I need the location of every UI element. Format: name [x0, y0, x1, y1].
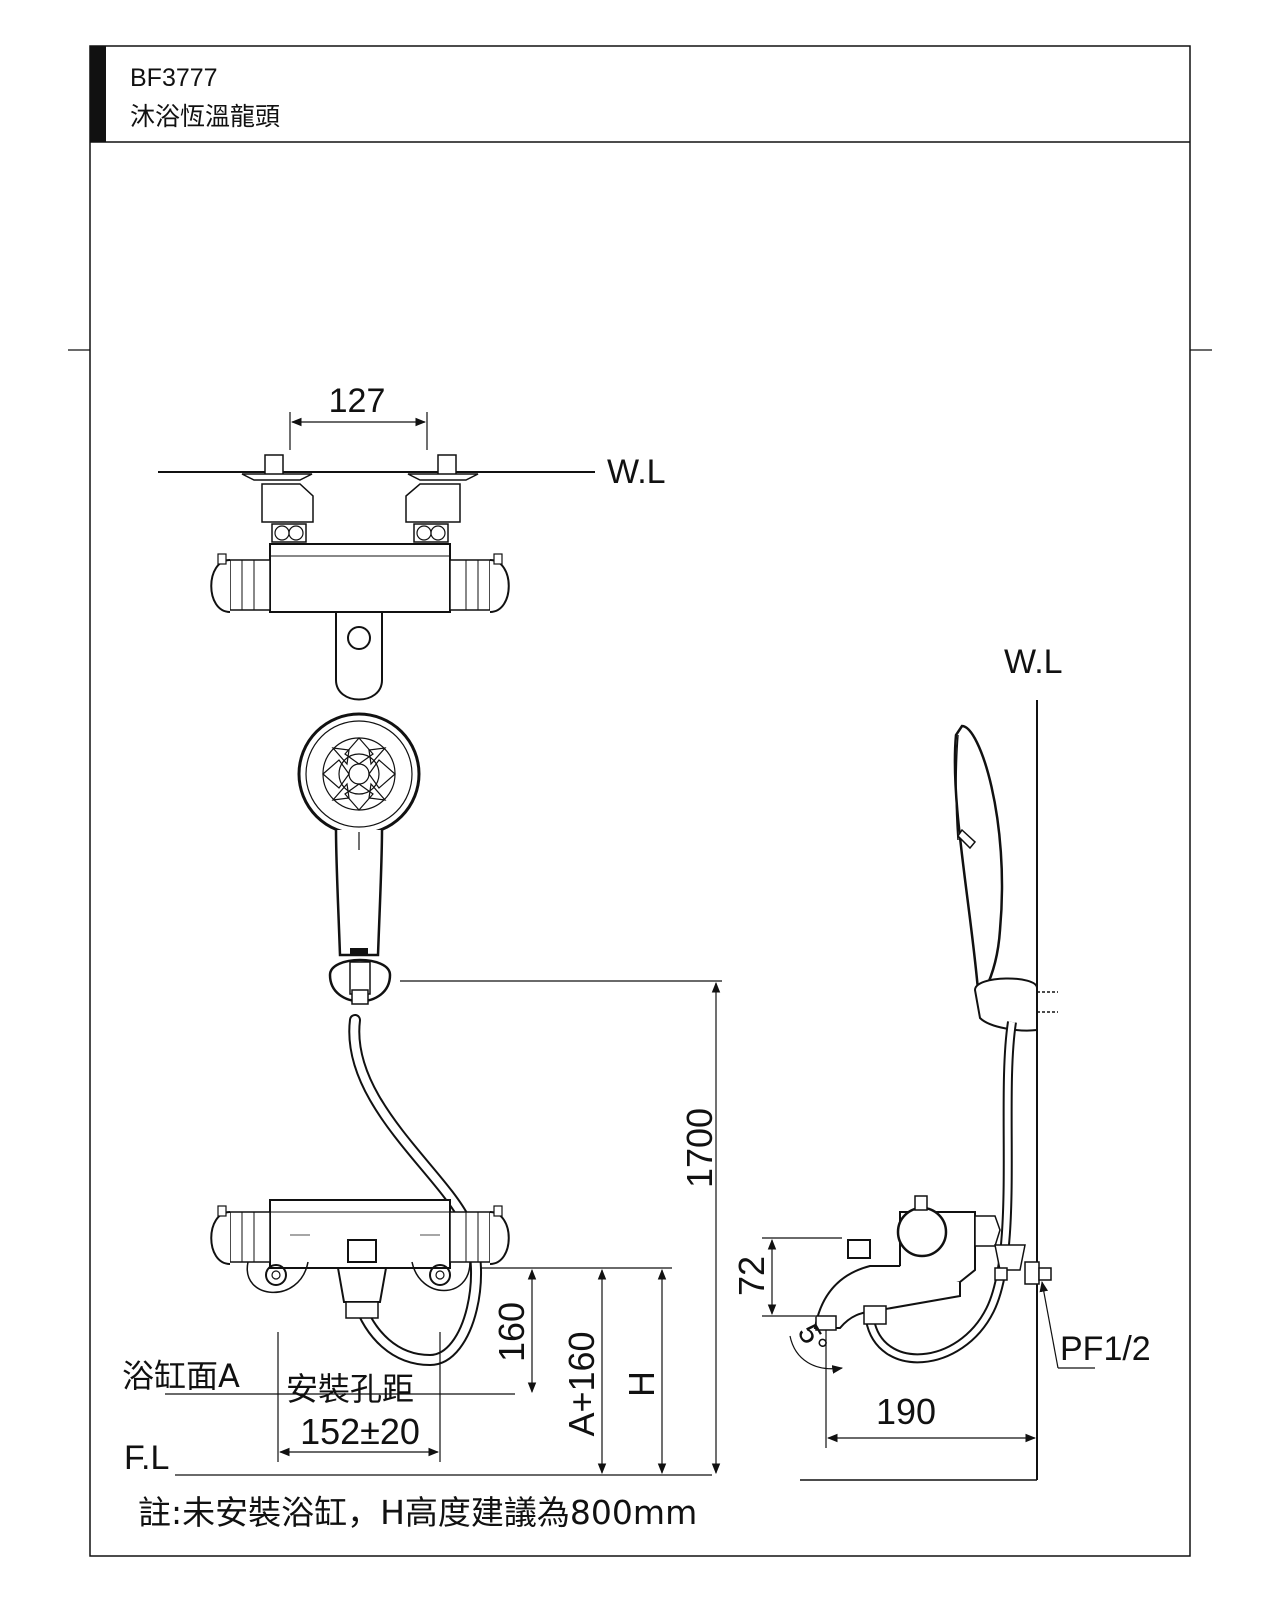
mixer-front: [210, 1199, 510, 1319]
side-view: [789, 700, 1058, 1481]
left-handle: [210, 553, 271, 613]
model-number: BF3777: [130, 64, 218, 92]
front-dimension-lines: [165, 980, 722, 1476]
spray-pattern: [322, 737, 396, 811]
right-inlet: [405, 454, 479, 543]
dim-h-label: H: [621, 1371, 662, 1397]
dim-127-label: 127: [329, 382, 386, 420]
bathtub-surface-label: 浴缸面A: [122, 1357, 240, 1395]
dim-152-label: 152±20: [300, 1411, 420, 1452]
dim-190-label: 190: [876, 1391, 936, 1432]
hand-shower-front: [297, 712, 421, 1005]
right-handle: [449, 553, 510, 613]
pipe-thread-label: PF1/2: [1060, 1330, 1151, 1368]
right-handle-front: [449, 1205, 510, 1265]
water-line-label-top: W.L: [607, 453, 666, 491]
side-dimension-lines: [762, 1237, 1095, 1448]
top-view-faucet: [158, 454, 595, 701]
dim-160-label: 160: [491, 1302, 532, 1362]
left-inlet: [241, 454, 314, 543]
install-distance-label: 安裝孔距: [286, 1370, 414, 1408]
left-handle-front: [210, 1205, 271, 1265]
installation-note: 註:未安裝浴缸，H高度建議為800mm: [138, 1493, 697, 1532]
water-line-label-side: W.L: [1004, 643, 1063, 681]
dim-1700-label: 1700: [679, 1108, 720, 1188]
floor-line-label: F.L: [124, 1439, 169, 1477]
dim-72-label: 72: [731, 1256, 772, 1296]
title-accent-bar: [90, 46, 106, 142]
dim-a160-label: A+160: [561, 1331, 602, 1436]
dimension-inlet-spacing: [289, 412, 428, 450]
product-name: 沐浴恆溫龍頭: [130, 102, 280, 131]
drawing-frame: [68, 45, 1212, 1557]
